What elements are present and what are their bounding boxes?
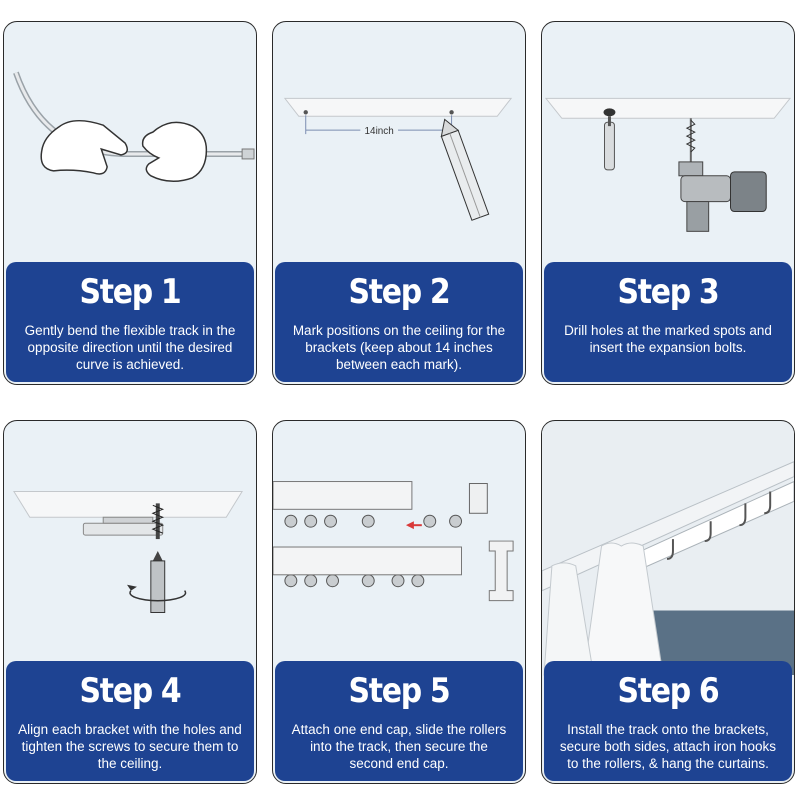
step-5-illustration [273, 421, 525, 676]
step-2-description: Mark positions on the ceiling for the br… [292, 323, 506, 372]
step-6-description: Install the track onto the brackets, sec… [559, 722, 777, 771]
drill-holes-illustration [544, 97, 792, 232]
step-5-panel: Step 5 Attach one end cap, slide the rol… [275, 661, 523, 781]
step-4-panel: Step 4 Align each bracket with the holes… [6, 661, 254, 781]
step-3-card: Step 3 Drill holes at the marked spots a… [541, 21, 795, 385]
step-6-card: Step 6 Install the track onto the bracke… [541, 420, 795, 784]
step-4-title: Step 4 [79, 671, 182, 711]
step-3-title: Step 3 [617, 272, 720, 312]
step-3-description: Drill holes at the marked spots and inse… [564, 323, 772, 355]
step-2-card: 14inch Step 2 Mark positions on the ceil… [272, 21, 526, 385]
step-6-illustration [542, 421, 794, 676]
step-4-illustration [4, 421, 256, 676]
step-3-panel: Step 3 Drill holes at the marked spots a… [544, 262, 792, 382]
step-1-card: Step 1 Gently bend the flexible track in… [3, 21, 257, 385]
step-4-description: Align each bracket with the holes and ti… [18, 722, 242, 771]
measure-label: 14inch [365, 126, 394, 137]
step-1-description: Gently bend the flexible track in the op… [24, 323, 236, 372]
mark-ceiling-illustration: 14inch [283, 97, 513, 221]
step-1-illustration [4, 22, 256, 277]
step-5-title: Step 5 [348, 671, 451, 711]
hang-curtains-illustration [542, 422, 794, 676]
tighten-screws-illustration [13, 490, 243, 613]
step-2-illustration: 14inch [273, 22, 525, 277]
step-5-card: Step 5 Attach one end cap, slide the rol… [272, 420, 526, 784]
bend-track-illustration [13, 71, 255, 182]
step-3-illustration [542, 22, 794, 277]
step-5-description: Attach one end cap, slide the rollers in… [291, 722, 507, 771]
step-6-title: Step 6 [617, 671, 720, 711]
step-4-card: Step 4 Align each bracket with the holes… [3, 420, 257, 784]
step-1-panel: Step 1 Gently bend the flexible track in… [6, 262, 254, 382]
step-2-title: Step 2 [348, 272, 451, 312]
step-6-panel: Step 6 Install the track onto the bracke… [544, 661, 792, 781]
step-2-panel: Step 2 Mark positions on the ceiling for… [275, 262, 523, 382]
step-1-title: Step 1 [79, 272, 182, 312]
rollers-endcaps-illustration [273, 481, 514, 602]
